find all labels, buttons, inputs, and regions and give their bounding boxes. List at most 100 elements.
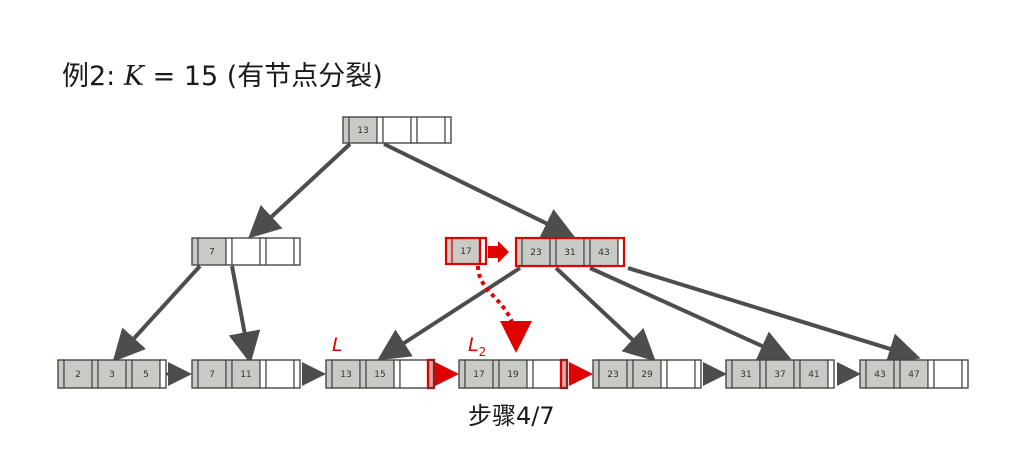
- edge-inner-right-to-leaf-7: [627, 266, 921, 365]
- node-empty-cell: [265, 359, 295, 389]
- node-key-label: 43: [598, 248, 609, 258]
- node-pointer-cell: [359, 359, 367, 389]
- title-variable: K: [123, 61, 145, 92]
- node-next-pointer-highlight: [559, 358, 569, 390]
- node-pointer-cell: [191, 237, 199, 266]
- step-indicator: 步骤4/7: [468, 402, 555, 430]
- push-up-arrow: [488, 241, 509, 263]
- node-empty-cell: [265, 237, 295, 266]
- node-frame: [725, 359, 835, 389]
- node-key-label: 13: [340, 370, 351, 380]
- node-frame: [514, 236, 626, 268]
- node-pointer-cell: [342, 116, 350, 144]
- node-next-pointer-cell: [159, 359, 167, 389]
- node-key-label: 17: [460, 247, 471, 257]
- label-L: L: [332, 334, 343, 356]
- node-key-cell: [231, 359, 261, 389]
- node-key-label: 13: [357, 126, 368, 136]
- split-key-pointer-cell: [478, 236, 488, 266]
- node-frame: [458, 359, 568, 389]
- node-empty-cell: [231, 237, 261, 266]
- node-key-label: 29: [641, 370, 653, 380]
- node-next-pointer-highlight: [426, 358, 436, 390]
- node-frame: [859, 359, 969, 389]
- node-pointer-cell: [259, 359, 267, 389]
- node-key-cell: [598, 359, 628, 389]
- node-key-label: 37: [774, 370, 785, 380]
- node-pointer-cell: [626, 359, 634, 389]
- edge-inner-right-to-leaf-L: [377, 266, 522, 361]
- node-leaf-5: 23 29: [592, 359, 702, 389]
- node-empty-cell: [933, 359, 963, 389]
- slide-title: 例2: K = 15 (有节点分裂): [62, 54, 383, 93]
- node-key-label: 47: [908, 370, 919, 380]
- node-next-pointer-cell: [444, 116, 452, 144]
- node-key-cell: [555, 237, 585, 267]
- node-pointer-cell: [793, 359, 801, 389]
- node-frame: [592, 359, 702, 389]
- node-frame: [191, 237, 301, 266]
- node-key-cell: [865, 359, 895, 389]
- node-pointer-cell: [393, 359, 401, 389]
- edge-root-to-inner-left: [248, 142, 352, 239]
- node-pointer-cell: [125, 359, 133, 389]
- node-empty-cell: [666, 359, 696, 389]
- node-key-label: 31: [740, 370, 751, 380]
- node-next-pointer-cell: [293, 359, 301, 389]
- node-frame: [342, 116, 452, 144]
- node-key-cell: [197, 359, 227, 389]
- edge-inner-right-to-leaf-6: [589, 266, 792, 361]
- node-key-cell: [521, 237, 551, 267]
- node-pointer-cell: [549, 237, 557, 267]
- node-root: 13: [342, 116, 452, 144]
- node-pointer-cell: [583, 237, 591, 267]
- node-frame: [191, 359, 301, 389]
- node-pointer-cell: [376, 116, 384, 144]
- node-key-label: 3: [109, 370, 115, 380]
- node-next-pointer-cell: [694, 359, 702, 389]
- label-L2: L2: [468, 334, 486, 359]
- tree-edges: [112, 142, 921, 365]
- node-next-pointer-cell: [827, 359, 835, 389]
- node-pointer-cell: [91, 359, 99, 389]
- node-pointer-cell: [660, 359, 668, 389]
- node-leaf-6: 31 37 41: [725, 359, 835, 389]
- node-key-label: 5: [143, 370, 149, 380]
- edge-root-to-inner-right: [383, 142, 576, 238]
- label-L2-main: L: [468, 334, 479, 356]
- node-pointer-cell: [526, 359, 534, 389]
- node-key-cell: [899, 359, 929, 389]
- node-pointer-cell: [592, 359, 600, 389]
- node-pointer-cell: [458, 359, 466, 389]
- node-key-label: 7: [209, 370, 215, 380]
- node-pointer-cell: [225, 237, 233, 266]
- edge-inner-left-to-leaf-1: [112, 264, 202, 362]
- node-key-label: 17: [473, 370, 484, 380]
- title-rest: = 15 (有节点分裂): [144, 61, 383, 92]
- node-inner-left: 7: [191, 237, 301, 266]
- node-frame: [57, 359, 167, 389]
- node-key-label: 23: [530, 248, 541, 258]
- node-pointer-cell: [859, 359, 867, 389]
- node-empty-cell: [416, 116, 446, 144]
- node-pointer-cell: [191, 359, 199, 389]
- node-key-label: 19: [507, 370, 519, 380]
- node-pointer-cell: [57, 359, 65, 389]
- split-pointer-dotted: [476, 265, 532, 353]
- node-key-label: 23: [607, 370, 618, 380]
- node-empty-cell: [382, 116, 412, 144]
- node-frame: [325, 359, 435, 389]
- node-pointer-cell: [759, 359, 767, 389]
- node-key-label: 41: [808, 370, 819, 380]
- node-empty-cell: [532, 359, 562, 389]
- node-pointer-cell: [325, 359, 333, 389]
- node-next-pointer-cell: [961, 359, 969, 389]
